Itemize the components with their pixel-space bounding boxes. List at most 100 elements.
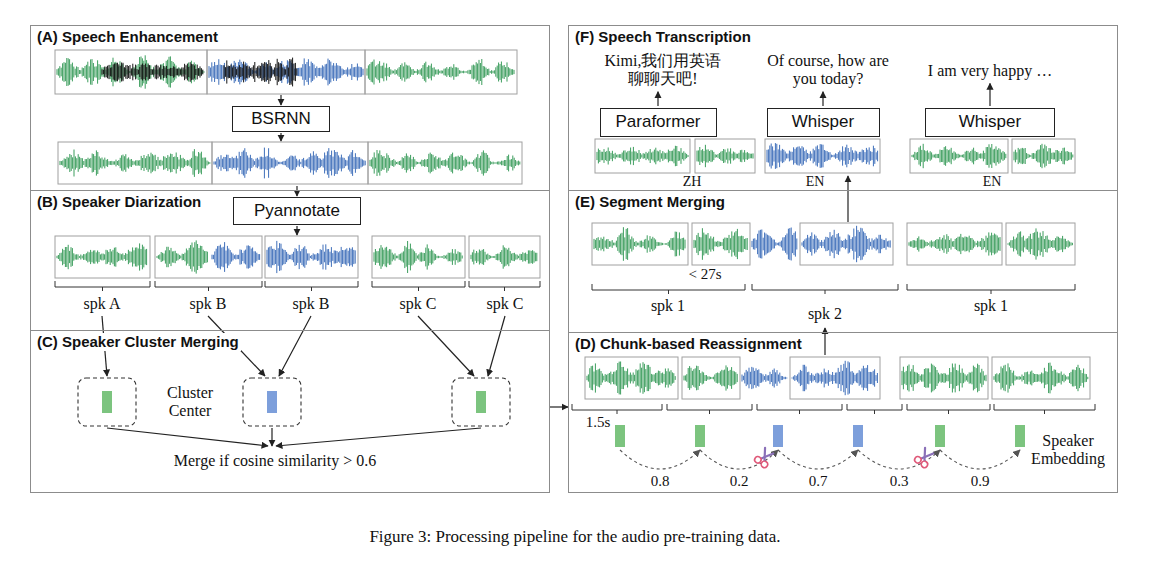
- process-box: Whisper: [767, 108, 880, 137]
- panel-heading: (A) Speech Enhancement: [35, 28, 220, 46]
- segment-frame: [265, 236, 358, 278]
- segment-frame: [695, 139, 755, 173]
- segment-frame: [212, 142, 368, 184]
- speech-waveform: [214, 148, 365, 179]
- brace-bracket: [667, 404, 752, 414]
- segment-frame: [692, 223, 750, 265]
- waveform-row: [55, 50, 517, 94]
- box-label: Whisper: [792, 112, 854, 132]
- segment-frame: [790, 357, 880, 399]
- speech-waveform: [1014, 144, 1073, 168]
- cluster-frame: [452, 378, 510, 426]
- speech-waveform: [367, 59, 514, 85]
- segment-frame: [910, 139, 1008, 173]
- brace-bracket: [592, 284, 745, 294]
- flow-arrow: [296, 186, 297, 196]
- speech-waveform: [902, 364, 986, 393]
- waveform-row: [58, 142, 522, 184]
- flow-arrow: [989, 83, 990, 106]
- box-label: BSRNN: [251, 109, 311, 129]
- annotation-label: Kimi,我们用英语 聊聊天吧!: [598, 52, 728, 89]
- speech-waveform: [1008, 228, 1072, 259]
- brace-bracket: [994, 404, 1095, 414]
- flow-arrow: [271, 428, 272, 446]
- speech-waveform: [767, 143, 878, 169]
- cluster-center-vector: [102, 391, 112, 413]
- segment-frame: [368, 142, 522, 184]
- segment-frame: [907, 223, 1002, 265]
- box-label: Paraformer: [615, 112, 700, 132]
- speech-waveform: [802, 226, 890, 262]
- annotation-label: Of course, how are you today?: [758, 52, 898, 89]
- brace-bracket: [265, 281, 358, 291]
- scissors-handle: [920, 460, 929, 469]
- annotation-label: spk C: [400, 295, 437, 313]
- brace-bracket: [469, 281, 540, 291]
- flow-arrow: [280, 95, 281, 105]
- segment-frame: [469, 236, 540, 278]
- flow-connector: [550, 406, 568, 407]
- annotation-label: 0.9: [971, 473, 990, 490]
- segment-frame: [585, 357, 678, 399]
- speech-waveform: [742, 367, 787, 389]
- annotation-label: EN: [983, 175, 1002, 189]
- panel-heading: (F) Speech Transcription: [573, 28, 753, 46]
- brace-bracket: [155, 281, 262, 291]
- similarity-arc: [620, 450, 700, 469]
- scissors-handle: [760, 460, 769, 469]
- annotation-label: Merge if cosine similarity > 0.6: [174, 452, 376, 470]
- segment-frame: [365, 50, 517, 94]
- speaker-embedding-vector: [1015, 425, 1025, 447]
- flow-arrow: [418, 316, 474, 376]
- flow-arrow: [280, 133, 281, 141]
- stage-panel: ParaformerWhisperWhisper(F) Speech Trans…: [568, 25, 1118, 191]
- panel-heading: (D) Chunk-based Reassignment: [573, 335, 804, 353]
- process-box: BSRNN: [232, 106, 330, 132]
- panel-heading: (C) Speaker Cluster Merging: [35, 333, 241, 351]
- annotation-label: 0.8: [651, 473, 670, 490]
- speech-waveform: [60, 149, 210, 177]
- scissors-icon: [913, 446, 935, 468]
- brace-bracket: [907, 404, 990, 414]
- speech-waveform: [587, 362, 675, 395]
- segment-frame: [207, 50, 365, 94]
- segment-frame: [765, 139, 880, 173]
- stage-panel: BSRNN (A) Speech Enhancement: [30, 25, 550, 191]
- annotation-label: Speaker Embedding: [1026, 432, 1110, 469]
- brace-bracket: [372, 281, 465, 291]
- annotation-label: spk A: [84, 295, 121, 313]
- speaker-embedding-vector: [935, 425, 945, 447]
- speech-waveform: [212, 242, 260, 272]
- cluster-center-vector: [267, 391, 277, 413]
- segment-frame: [992, 357, 1090, 399]
- similarity-arc: [858, 450, 940, 469]
- figure-caption: Figure 3: Processing pipeline for the au…: [0, 527, 1150, 547]
- waveform-row: [595, 139, 1075, 173]
- speech-waveform: [57, 243, 147, 270]
- brace-bracket: [757, 404, 842, 414]
- speech-waveform: [697, 145, 753, 167]
- scissors-blade: [761, 449, 773, 462]
- speaker-embedding-vector: [615, 425, 625, 447]
- annotation-label: EN: [806, 175, 825, 189]
- flow-arrow: [822, 92, 823, 106]
- flow-arrow: [657, 92, 658, 106]
- annotation-label: spk B: [293, 295, 330, 313]
- speech-waveform: [209, 58, 363, 85]
- speech-waveform: [370, 150, 520, 176]
- annotation-label: spk C: [487, 295, 524, 313]
- noise-waveform: [102, 62, 203, 82]
- scissors-icon: [753, 446, 775, 468]
- annotation-label: 1.5s: [586, 414, 611, 431]
- segment-frame: [800, 223, 893, 265]
- waveform-row: [55, 236, 540, 278]
- annotation-label: 0.7: [809, 473, 828, 490]
- brace-bracket: [572, 404, 662, 414]
- flow-arrow: [488, 316, 505, 376]
- segment-frame: [1012, 139, 1075, 173]
- scissors-blade: [921, 449, 933, 462]
- noise-waveform: [224, 58, 297, 87]
